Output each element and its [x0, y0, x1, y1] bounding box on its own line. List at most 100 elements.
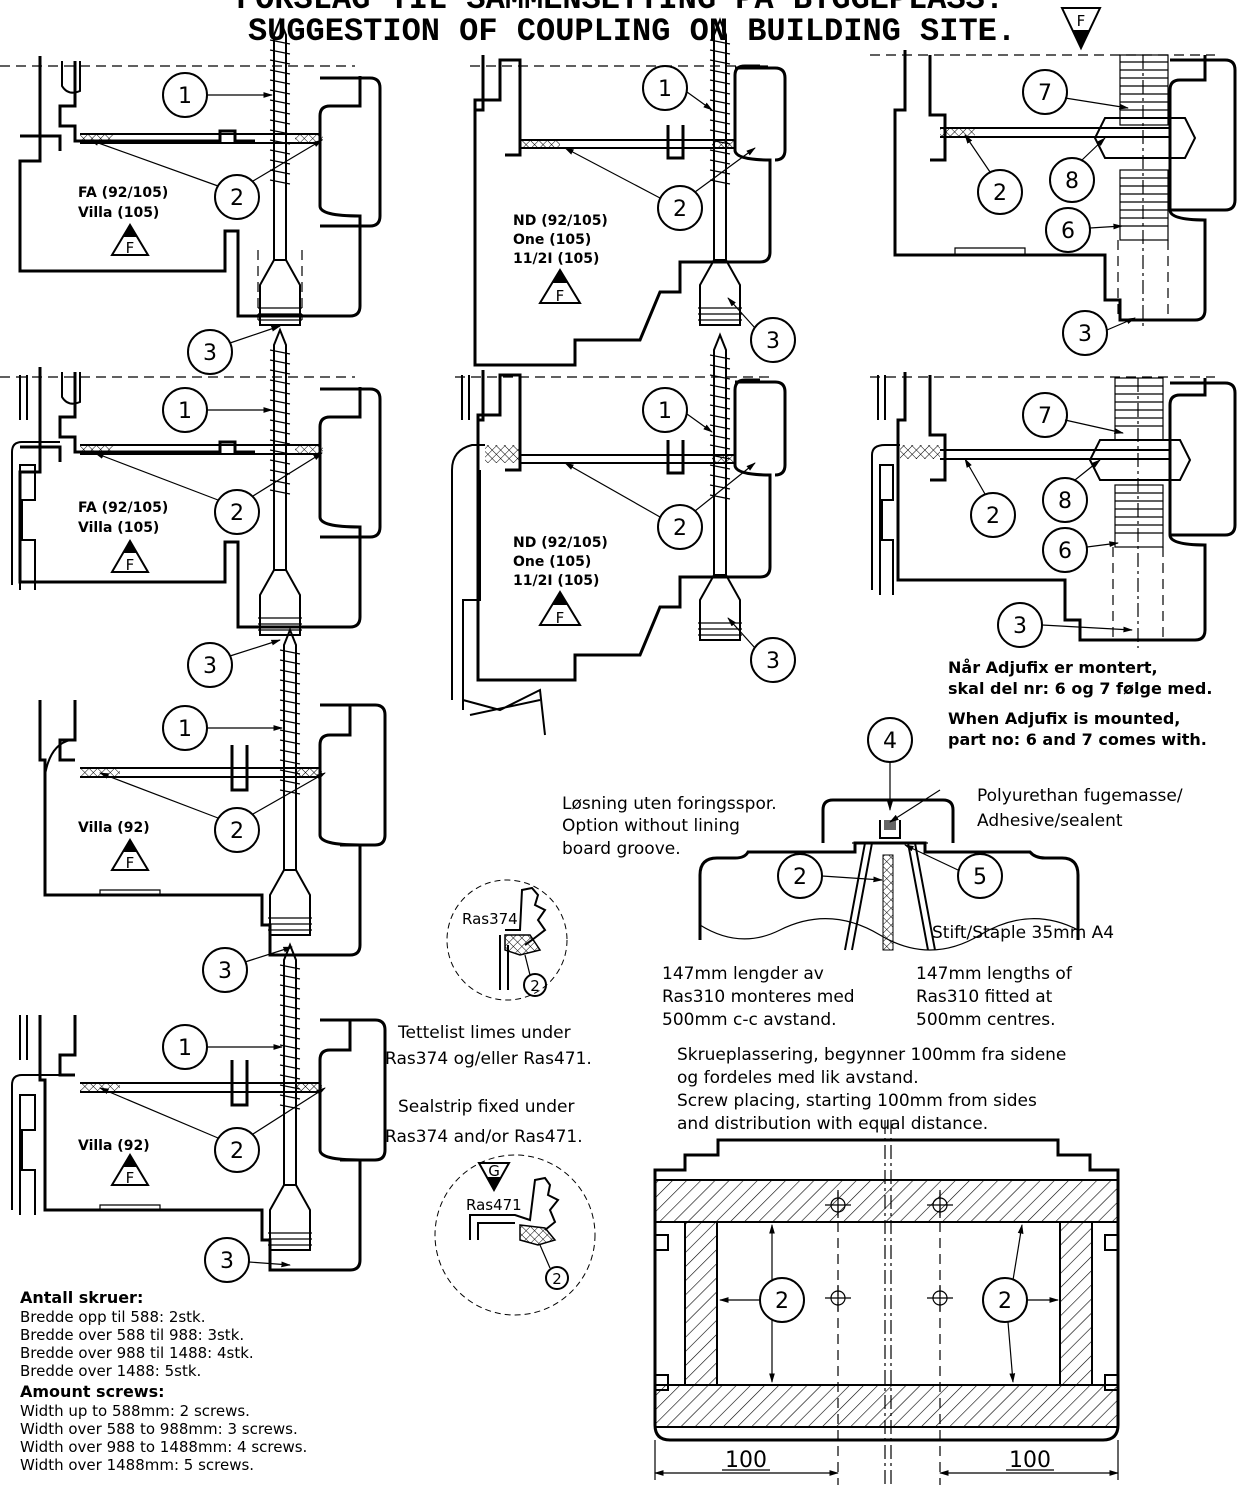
lining-board-detail: 4 Polyurethan fugemasse/ Adhesive/sealen…: [562, 717, 1183, 951]
callout-1: 1: [658, 399, 672, 424]
ras310-no-2: Ras310 monteres med: [662, 987, 855, 1007]
screw-placing-3: Screw placing, starting 100mm from sides: [677, 1091, 1037, 1111]
callout-2: 2: [775, 1289, 789, 1314]
callout-3: 3: [203, 341, 217, 366]
callout-1: 1: [658, 77, 672, 102]
detail-label: Villa (105): [78, 520, 159, 536]
sealstrip-en-1: Sealstrip fixed under: [398, 1097, 575, 1117]
svg-text:G: G: [488, 1162, 500, 1180]
sealant-label-1: Polyurethan fugemasse/: [977, 786, 1183, 806]
svg-text:F: F: [556, 609, 565, 627]
callout-8: 8: [1058, 489, 1072, 514]
callout-3: 3: [203, 654, 217, 679]
ras310-no-3: 500mm c-c avstand.: [662, 1010, 837, 1030]
callout-2: 2: [986, 504, 1000, 529]
staple-label: Stift/Staple 35mm A4: [932, 923, 1114, 943]
ras471-detail: G Ras471 2: [434, 1154, 596, 1316]
callout-2: 2: [993, 181, 1007, 206]
detail-nd-one-lining: ND (92/105) One (105) 11/2I (105) F 1 2 …: [451, 334, 796, 736]
detail-villa92-a: Villa (92) F 1 2 3: [38, 629, 387, 993]
screw-placing-1: Skrueplassering, begynner 100mm fra side…: [677, 1045, 1066, 1065]
detail-nd-one-top: ND (92/105) One (105) 11/2I (105) F 1 2 …: [470, 19, 796, 367]
dim-left: 100: [725, 1448, 767, 1473]
svg-text:F: F: [1077, 12, 1086, 30]
sealstrip-no-2: Ras374 og/eller Ras471.: [385, 1049, 592, 1069]
sealstrip-en-2: Ras374 and/or Ras471.: [385, 1127, 583, 1147]
lining-option-1: Løsning uten foringsspor.: [562, 794, 777, 814]
ras310-en-1: 147mm lengths of: [916, 964, 1073, 984]
marker-f-icon: F: [110, 838, 150, 872]
callout-3: 3: [218, 959, 232, 984]
callout-7: 7: [1038, 81, 1052, 106]
adjufix-note-no-1: Når Adjufix er montert,: [948, 658, 1158, 677]
callout-2: 2: [230, 1139, 244, 1164]
dim-right: 100: [1009, 1448, 1051, 1473]
ras471-label: Ras471: [466, 1196, 522, 1214]
callout-3: 3: [766, 649, 780, 674]
callout-2: 2: [552, 1270, 562, 1288]
sealstrip-no-1: Tettelist limes under: [397, 1023, 571, 1043]
callout-2: 2: [793, 865, 807, 890]
detail-label: One (105): [513, 554, 591, 570]
callout-2: 2: [673, 197, 687, 222]
callout-3: 3: [1078, 322, 1092, 347]
detail-villa92-b: Villa (92) F 1 2 3: [11, 944, 387, 1283]
detail-label: FA (92/105): [78, 500, 168, 516]
adjufix-note-en-2: part no: 6 and 7 comes with.: [948, 730, 1207, 749]
adjufix-note-en-1: When Adjufix is mounted,: [948, 709, 1180, 728]
callout-1: 1: [178, 1036, 192, 1061]
detail-label: 11/2I (105): [513, 251, 599, 267]
svg-text:F: F: [126, 239, 135, 257]
callout-1: 1: [178, 84, 192, 109]
detail-label: ND (92/105): [513, 535, 608, 551]
marker-f-icon: F: [110, 1153, 150, 1187]
callout-5: 5: [973, 865, 987, 890]
callout-6: 6: [1058, 539, 1072, 564]
detail-fa-villa-lining: FA (92/105) Villa (105) F 1 2 3: [0, 329, 382, 688]
screw-count-line: Bredde over 988 til 1488: 4stk.: [20, 1344, 254, 1362]
title-line-1: FORSLAG TIL SAMMENSETTING PÅ BYGGEPLASS.: [236, 0, 1004, 18]
lining-option-3: board groove.: [562, 839, 681, 859]
callout-2: 2: [530, 977, 540, 995]
screw-count-line: Bredde opp til 588: 2stk.: [20, 1308, 206, 1326]
callout-2: 2: [230, 819, 244, 844]
ras374-label: Ras374: [462, 910, 518, 928]
callout-3: 3: [1013, 614, 1027, 639]
callout-7: 7: [1038, 404, 1052, 429]
detail-adjufix-lining: 7 8 2 6 3 Når Adjufix er montert, skal d…: [870, 372, 1237, 749]
detail-label: FA (92/105): [78, 185, 168, 201]
callout-1: 1: [178, 717, 192, 742]
svg-text:F: F: [126, 1169, 135, 1187]
callout-2: 2: [998, 1289, 1012, 1314]
ras310-en-2: Ras310 fitted at: [916, 987, 1053, 1007]
adjufix-note-no-2: skal del nr: 6 og 7 følge med.: [948, 679, 1212, 698]
detail-label: Villa (92): [78, 820, 150, 836]
screw-count-heading-no: Antall skruer:: [20, 1288, 143, 1307]
marker-f-icon: F: [110, 223, 150, 257]
screw-count-notes: Antall skruer: Bredde opp til 588: 2stk.…: [20, 1288, 307, 1474]
detail-adjufix-top: 7 8 2 6 3: [870, 50, 1237, 356]
screw-count-line: Bredde over 1488: 5stk.: [20, 1362, 201, 1380]
callout-6: 6: [1061, 219, 1075, 244]
plan-view: 2 2 100 100: [653, 1120, 1120, 1485]
callout-8: 8: [1065, 169, 1079, 194]
screw-count-line: Width up to 588mm: 2 screws.: [20, 1402, 250, 1420]
screw-count-line: Bredde over 588 til 988: 3stk.: [20, 1326, 244, 1344]
marker-f-icon: F: [538, 268, 582, 305]
title-line-2: SUGGESTION OF COUPLING ON BUILDING SITE.: [248, 13, 1016, 50]
svg-text:F: F: [126, 556, 135, 574]
detail-label: ND (92/105): [513, 213, 608, 229]
svg-text:F: F: [126, 854, 135, 872]
detail-label: One (105): [513, 232, 591, 248]
svg-text:F: F: [556, 287, 565, 305]
marker-f-icon: F: [110, 539, 150, 574]
screw-placing-4: and distribution with equal distance.: [677, 1114, 988, 1134]
callout-1: 1: [178, 399, 192, 424]
marker-f-top: F: [1060, 7, 1102, 51]
screw-count-heading-en: Amount screws:: [20, 1382, 165, 1401]
ras310-no-1: 147mm lengder av: [662, 964, 824, 984]
screw-count-line: Width over 988 to 1488mm: 4 screws.: [20, 1438, 307, 1456]
detail-label: 11/2I (105): [513, 573, 599, 589]
callout-2: 2: [230, 501, 244, 526]
